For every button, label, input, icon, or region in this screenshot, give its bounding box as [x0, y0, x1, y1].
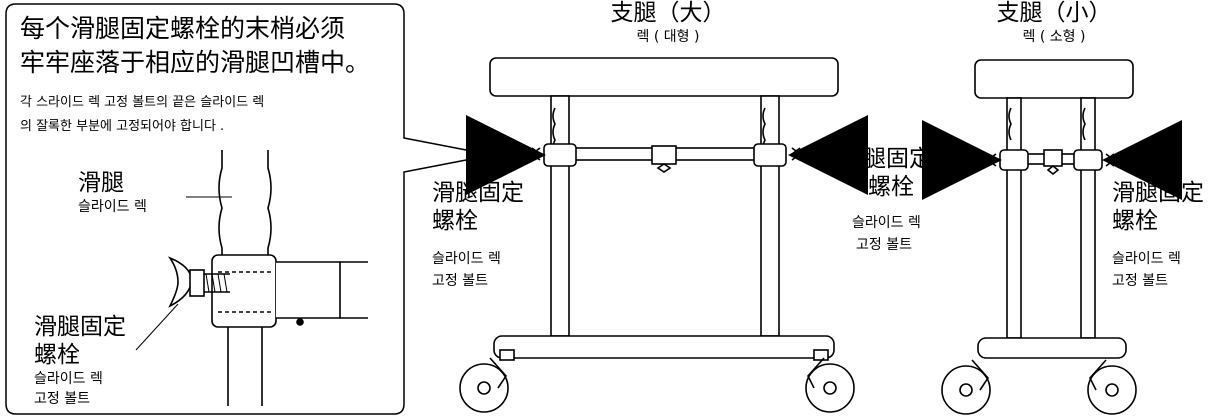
- small-bolt-label-ko-1: 슬라이드 렉: [1112, 251, 1181, 267]
- small-title: 支腿（小）: [996, 0, 1112, 26]
- large-bolt-label-ko-2: 고정 볼트: [432, 273, 488, 289]
- middle-bolt-label-ko-1: 슬라이드 렉: [852, 215, 921, 231]
- closeup-bolt-label-2: 螺栓: [34, 342, 80, 368]
- closeup-bolt-label-ko-2: 고정 볼트: [34, 391, 90, 407]
- large-bolt-label-2: 螺栓: [432, 208, 478, 234]
- closeup-clamp: [211, 254, 368, 328]
- closeup-leg-label-ko: 슬라이드 렉: [78, 199, 147, 215]
- closeup-bolt-label-1: 滑腿固定: [34, 314, 126, 340]
- closeup-wing-bolt: [167, 256, 230, 308]
- middle-bolt-label-ko-2: 고정 볼트: [856, 237, 912, 253]
- small-stand: [941, 59, 1137, 415]
- closeup-leg-label: 滑腿: [78, 170, 124, 196]
- small-bolt-label-1: 滑腿固定: [1112, 180, 1204, 206]
- middle-bolt-label-2: 螺栓: [868, 174, 914, 200]
- large-stand: [459, 57, 855, 413]
- large-title-ko: 렉 ( 대형 ): [636, 29, 700, 45]
- callout-note-line2: 의 잘록한 부분에 고정되어야 합니다 .: [20, 119, 225, 134]
- small-bolt-label-2: 螺栓: [1112, 208, 1158, 234]
- small-bolt-label-ko-2: 고정 볼트: [1112, 273, 1168, 289]
- large-bolt-label-1: 滑腿固定: [432, 180, 524, 206]
- callout-note-line1: 각 스라이드 렉 고정 볼트의 끝은 슬라이드 렉: [20, 95, 265, 110]
- middle-bolt-label-1: 滑腿固定: [840, 146, 932, 172]
- closeup-bolt-label-ko-1: 슬라이드 렉: [34, 371, 103, 387]
- large-bolt-label-ko-1: 슬라이드 렉: [432, 251, 501, 267]
- callout-heading-line1: 每个滑腿固定螺栓的末梢必须: [20, 14, 346, 43]
- large-title: 支腿（大）: [610, 0, 726, 26]
- callout-heading-line2: 牢牢座落于相应的滑腿凹槽中。: [20, 48, 371, 77]
- small-title-ko: 렉 ( 소형 ): [1022, 29, 1086, 45]
